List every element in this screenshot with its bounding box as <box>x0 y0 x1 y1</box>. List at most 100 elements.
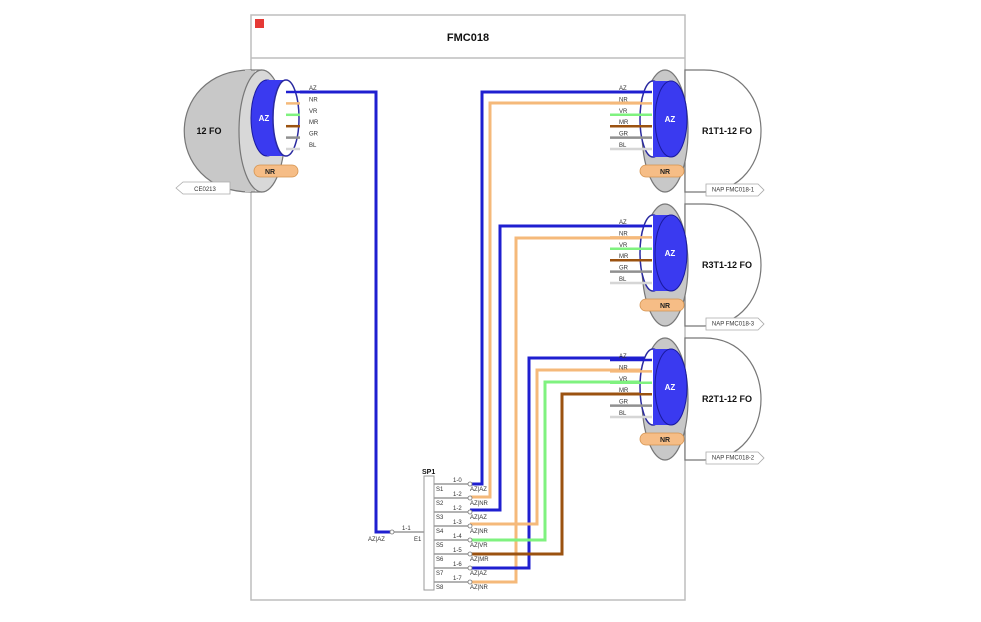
splitter-output-port-label: S6 <box>436 557 444 563</box>
cable-ref-flag[interactable] <box>705 317 765 331</box>
splitter-output-port[interactable] <box>467 481 473 487</box>
fiber-label: NR <box>619 97 628 103</box>
fiber-label: AZ <box>309 86 317 92</box>
cable-tag[interactable] <box>639 164 685 178</box>
fiber-label: VR <box>309 109 318 115</box>
fiber-label: MR <box>619 254 629 260</box>
splitter-output-port-label: S1 <box>436 487 444 493</box>
fiber-routes <box>300 90 650 584</box>
cable-tag-label: NR <box>660 437 670 444</box>
fiber-label: VR <box>619 377 628 383</box>
splitter-output-port[interactable] <box>467 523 473 529</box>
splitter-input-label: E1 <box>414 537 422 543</box>
route-s6-r2t1-mr[interactable] <box>470 392 650 556</box>
splitter-input-port[interactable] <box>389 529 395 535</box>
cable-hub-label: AZ <box>665 115 676 124</box>
fiber-label: GR <box>619 400 629 406</box>
splitter-output-code: AZ|AZ <box>470 571 487 577</box>
fiber-label: NR <box>309 97 318 103</box>
splitter-output-ratio: 1-3 <box>453 520 462 526</box>
route-s7-r2t1-az[interactable] <box>470 356 650 570</box>
cable-label: R3T1-12 FO <box>702 260 752 270</box>
splitter-output-port[interactable] <box>467 537 473 543</box>
route-s5-r2t1-vr[interactable] <box>470 380 650 542</box>
cable-ref: NAP FMC018-2 <box>712 456 755 462</box>
route-s1-r1t1-az[interactable] <box>470 90 650 486</box>
cable-tag[interactable] <box>639 432 685 446</box>
cable-tag-label: NR <box>660 303 670 310</box>
cable-input-tag[interactable] <box>253 164 299 178</box>
splitter-output-port[interactable] <box>467 551 473 557</box>
route-input-e1[interactable] <box>300 90 392 534</box>
cable-tag[interactable] <box>639 298 685 312</box>
cable-input-ref-flag[interactable] <box>175 181 231 195</box>
fiber-label: MR <box>619 120 629 126</box>
cable-hub[interactable] <box>654 214 688 292</box>
splitter-output-code: AZ|AZ <box>470 487 487 493</box>
splitter-output-code: AZ|NR <box>470 529 489 535</box>
route-s2-r1t1-nr[interactable] <box>470 101 650 499</box>
cable-input-tag-label: NR <box>265 169 275 176</box>
splitter-output-port-label: S2 <box>436 501 444 507</box>
splitter-name: SP1 <box>422 469 435 476</box>
splitter-output-ratio: 1-2 <box>453 492 462 498</box>
fiber-label: BL <box>309 143 317 149</box>
enclosure-corner-square[interactable] <box>255 19 264 28</box>
fiber-label: BL <box>619 143 627 149</box>
splitter-output-port[interactable] <box>467 565 473 571</box>
cable-label: R1T1-12 FO <box>702 126 752 136</box>
enclosure-border <box>250 14 686 601</box>
splitter-output-ratio: 1-5 <box>453 548 462 554</box>
splitter-output-port-label: S4 <box>436 529 444 535</box>
splitter-output-code: AZ|NR <box>470 501 489 507</box>
cable-input-hub-label: AZ <box>259 114 270 123</box>
cable-hub[interactable] <box>654 80 688 158</box>
fiber-label: NR <box>619 365 628 371</box>
fiber-label: AZ <box>619 220 627 226</box>
cable-hub[interactable] <box>654 348 688 426</box>
fiber-label: AZ <box>619 354 627 360</box>
splitter-output-port[interactable] <box>467 495 473 501</box>
splitter-output-code: AZ|AZ <box>470 515 487 521</box>
splitter-input-ratio: 1-1 <box>402 526 411 532</box>
splitter-output-port[interactable] <box>467 509 473 515</box>
splitter-output-port-label: S8 <box>436 585 444 591</box>
splitter-output-ratio: 1-6 <box>453 562 462 568</box>
cable-ref: NAP FMC018-3 <box>712 322 755 328</box>
splitter-input-code: AZ|AZ <box>368 537 385 543</box>
splitter-output-port-label: S5 <box>436 543 444 549</box>
cable-label: R2T1-12 FO <box>702 394 752 404</box>
splitter-output-port[interactable] <box>467 579 473 585</box>
splitter-output-ratio: 1-7 <box>453 576 462 582</box>
fiber-label: VR <box>619 109 628 115</box>
fiber-label: GR <box>619 132 629 138</box>
route-s8-r3t1-nr[interactable] <box>470 236 650 584</box>
route-s3-r3t1-az[interactable] <box>470 224 650 512</box>
splitter-output-port-label: S3 <box>436 515 444 521</box>
route-s4-r2t1-nr[interactable] <box>470 368 650 526</box>
cable-ref-flag[interactable] <box>705 183 765 197</box>
splitter-output-code: AZ|MR <box>470 557 489 563</box>
enclosure-title: FMC018 <box>447 32 489 44</box>
fiber-label: GR <box>309 132 319 138</box>
fiber-label: BL <box>619 277 627 283</box>
cable-ref-flag[interactable] <box>705 451 765 465</box>
fiber-label: MR <box>619 388 629 394</box>
enclosure: FMC018 <box>250 14 686 601</box>
splitter-body[interactable] <box>423 475 435 591</box>
fiber-label: VR <box>619 243 628 249</box>
cable-input-drum <box>183 69 252 193</box>
cable-input-ref: CE0213 <box>194 187 216 193</box>
fiber-label: GR <box>619 266 629 272</box>
splitter-output-port-label: S7 <box>436 571 444 577</box>
